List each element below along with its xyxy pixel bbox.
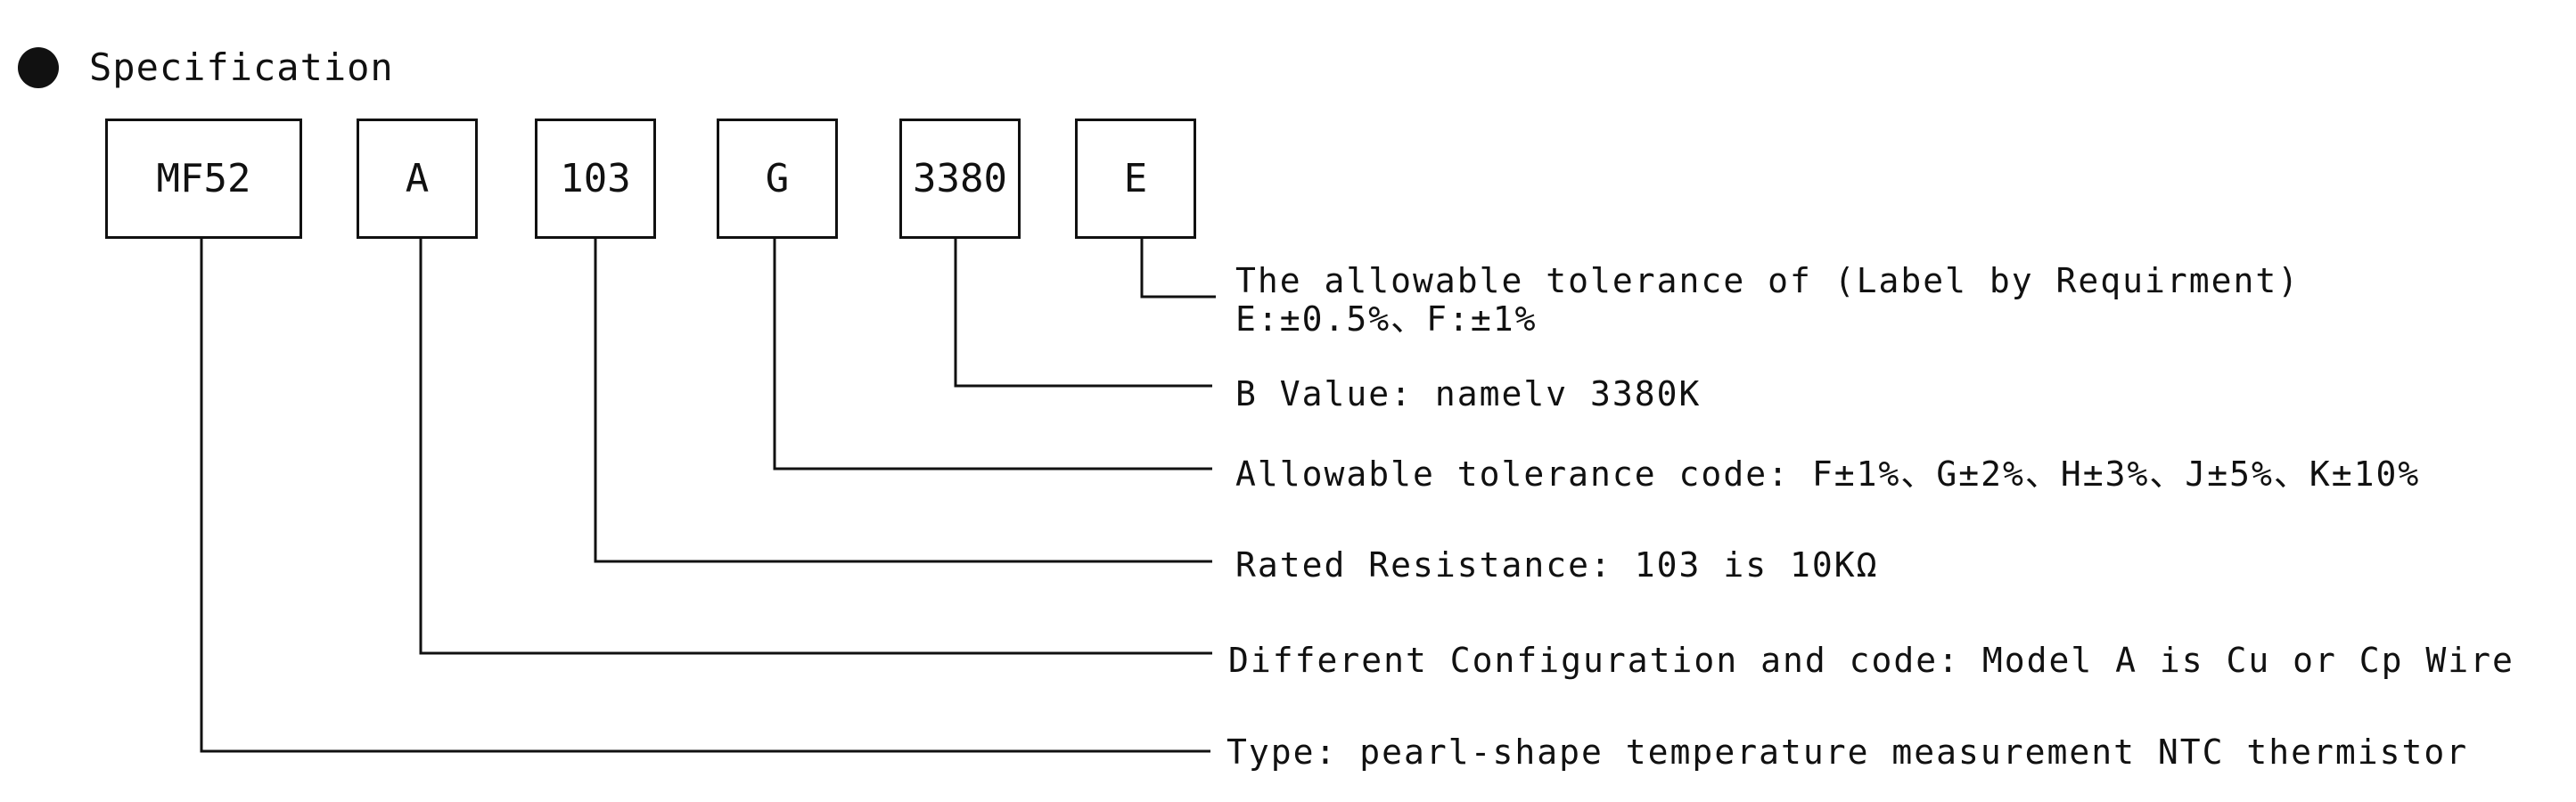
code-box-3380: 3380 [899,119,1021,239]
code-box-mf52: MF52 [105,119,302,239]
description-tolerance-code: Allowable tolerance code: F±1%、G±2%、H±3%… [1235,454,2421,494]
connector-line-e [1140,239,1216,299]
connector-line-g [773,239,1212,471]
code-box-g: G [717,119,838,239]
description-configuration: Different Configuration and code: Model … [1228,641,2514,680]
description-type: Type: pearl-shape temperature measuremen… [1226,732,2469,772]
description-b-value: B Value: namelv 3380K [1235,374,1702,413]
description-tolerance-values: E:±0.5%、F:±1% [1235,299,1538,339]
code-box-103: 103 [535,119,656,239]
connector-line-a [419,239,1212,655]
description-rated-resistance: Rated Resistance: 103 is 10KΩ [1235,545,1879,585]
bullet-icon [18,47,59,88]
connector-line-3380 [954,239,1212,388]
code-box-e: E [1075,119,1196,239]
code-box-a: A [357,119,478,239]
section-heading: Specification [89,45,394,89]
description-tolerance-label: The allowable tolerance of (Label by Req… [1235,261,2301,300]
connector-line-103 [594,239,1212,563]
connector-line-mf52 [200,239,1210,753]
